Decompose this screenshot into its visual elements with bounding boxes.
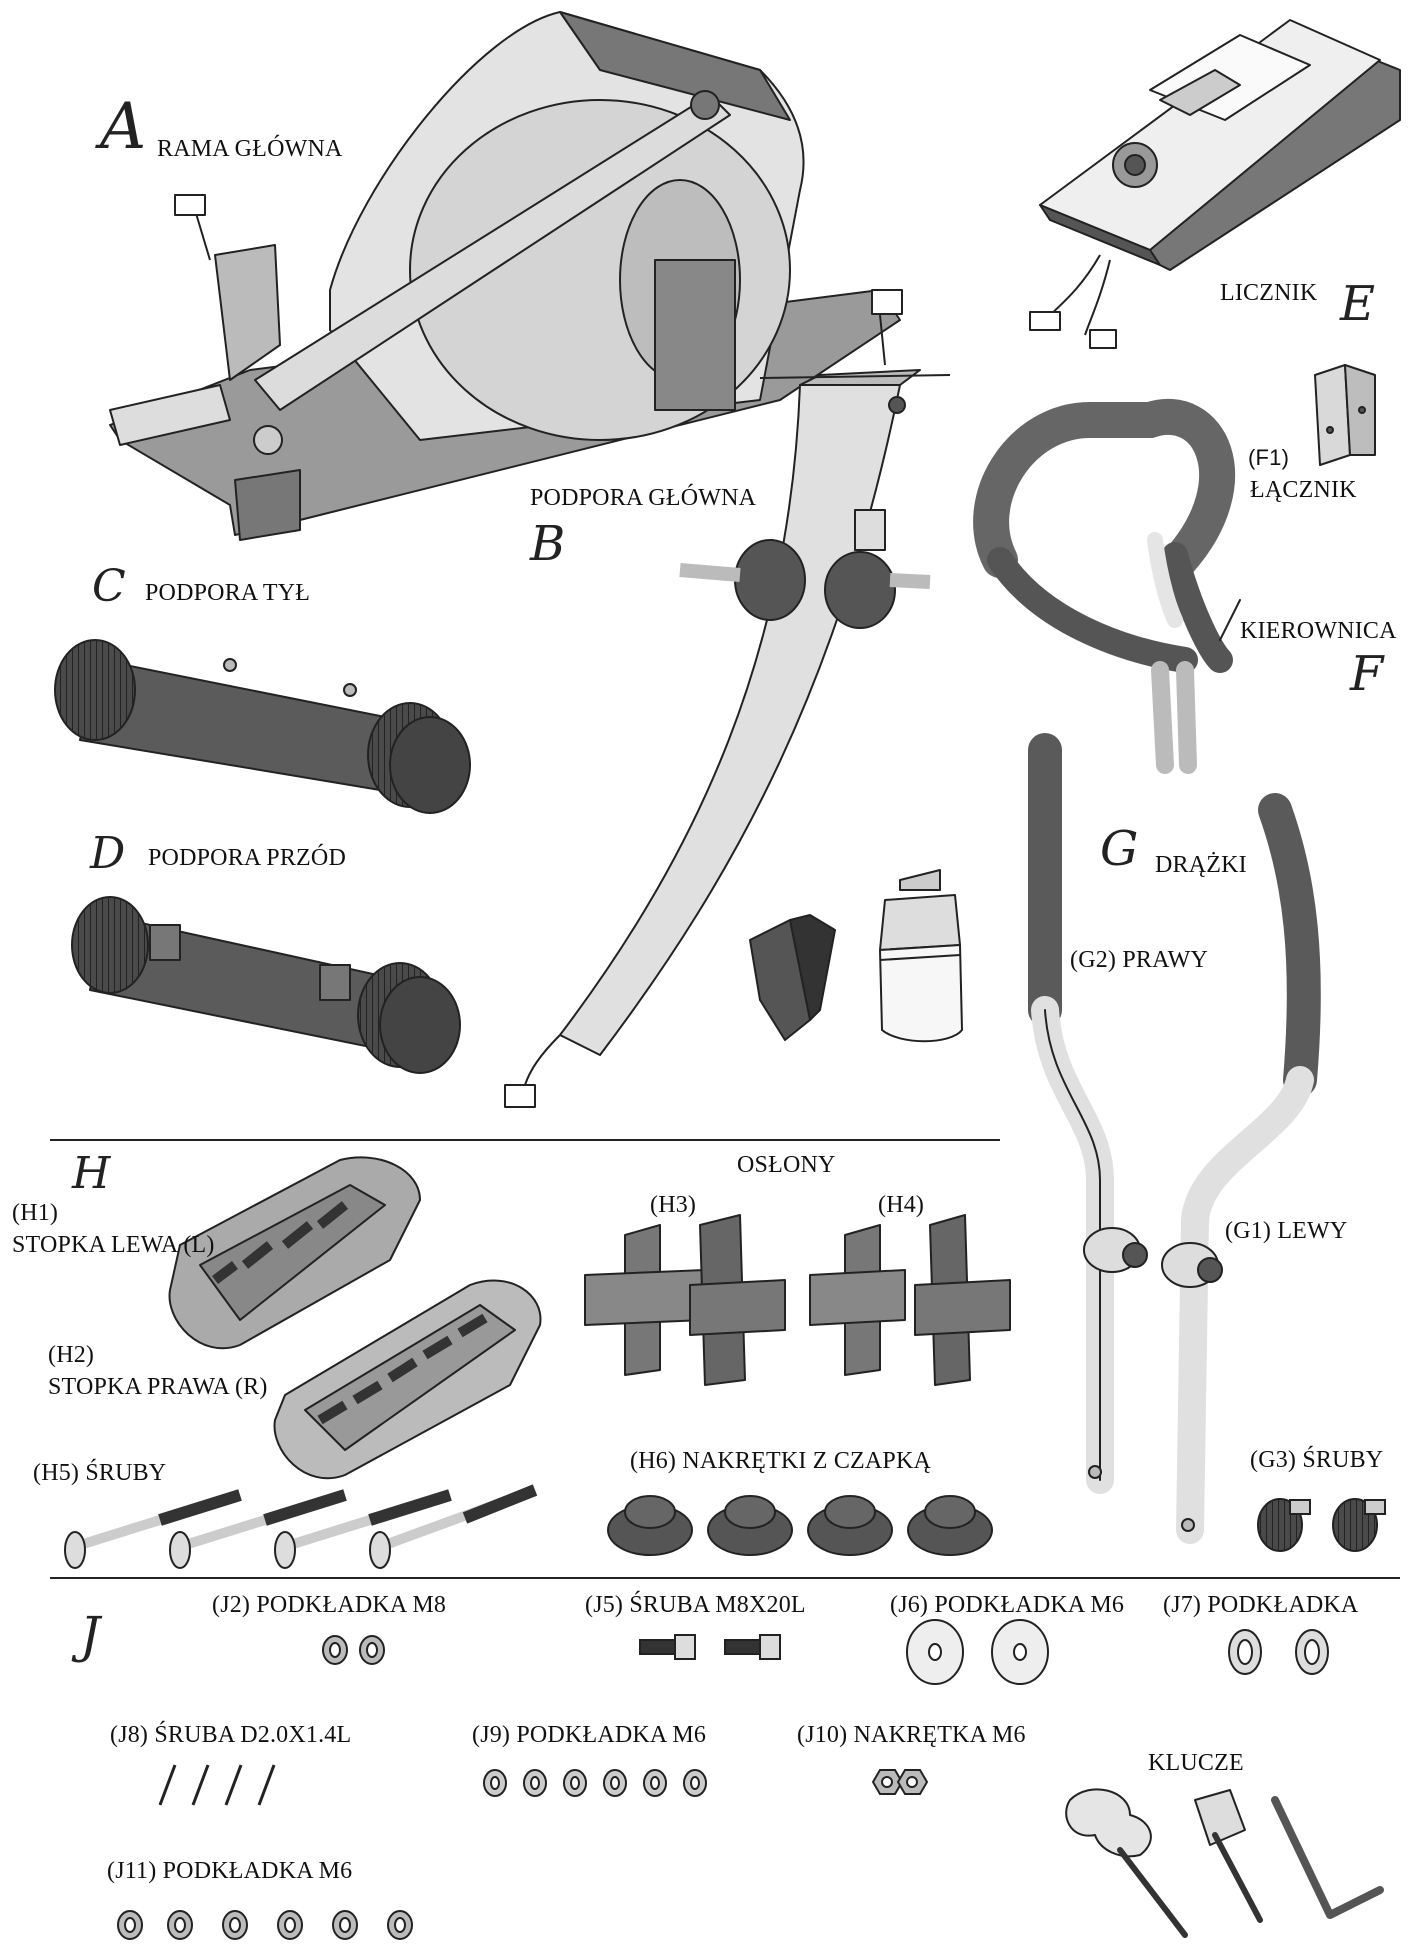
letter-e: E [1340, 276, 1376, 332]
label-oslony: OSŁONY [737, 1152, 836, 1178]
washers-j6-drawing [906, 1619, 1049, 1685]
label-h1-code: (H1) [12, 1200, 59, 1226]
water-bottle-drawing [879, 869, 963, 1043]
label-j11: (J11) PODKŁADKA M6 [107, 1858, 353, 1884]
label-h6: (H6) NAKRĘTKI Z CZAPKĄ [630, 1448, 932, 1474]
right-pedal-drawing [273, 1279, 542, 1480]
console-drawing [1029, 19, 1401, 349]
label-j8: (J8) ŚRUBA D2.0X1.4L [110, 1722, 352, 1748]
letter-h: H [72, 1148, 111, 1199]
wrenches-drawing [1065, 1788, 1384, 1938]
label-j2: (J2) PODKŁADKA M8 [212, 1592, 447, 1618]
washers-j2-drawing [322, 1635, 385, 1665]
main-frame-drawing [109, 11, 901, 541]
label-kierownica: KIEROWNICA [1240, 618, 1397, 644]
pedal-bolts-drawing [64, 1484, 538, 1569]
label-drazki: DRĄŻKI [1155, 852, 1247, 878]
letter-a: A [100, 90, 147, 164]
label-f1-name: ŁĄCZNIK [1250, 477, 1357, 503]
label-h5: (H5) ŚRUBY [33, 1460, 167, 1486]
screws-j8-drawing [158, 1764, 276, 1806]
letter-c: C [92, 561, 126, 612]
label-g2: (G2) PRAWY [1070, 947, 1209, 973]
label-licznik: LICZNIK [1220, 280, 1318, 306]
label-j6: (J6) PODKŁADKA M6 [890, 1592, 1125, 1618]
letter-d: D [90, 828, 126, 879]
letter-g: G [1100, 821, 1139, 877]
nuts-j10-drawing [871, 1769, 929, 1795]
right-pole-drawing [1028, 733, 1148, 1494]
washers-j7-drawing [1228, 1629, 1329, 1675]
label-podpora-tyl: PODPORA TYŁ [145, 580, 311, 606]
label-h1-name: STOPKA LEWA (L) [12, 1232, 215, 1258]
label-j5: (J5) ŚRUBA M8X20L [585, 1592, 806, 1618]
left-pole-drawing [1161, 793, 1321, 1544]
connector-plate-drawing [1314, 364, 1376, 466]
cap-nuts-drawing [607, 1495, 993, 1556]
letter-f: F [1350, 646, 1384, 702]
left-pedal-drawing [168, 1156, 421, 1350]
washers-j11-drawing [117, 1910, 413, 1940]
cover-h4-drawing [809, 1214, 1011, 1386]
label-rama-glowna: RAMA GŁÓWNA [157, 136, 343, 162]
label-j10: (J10) NAKRĘTKA M6 [797, 1722, 1026, 1748]
label-klucze: KLUCZE [1148, 1750, 1244, 1776]
label-h2-name: STOPKA PRAWA (R) [48, 1374, 268, 1400]
letter-j: J [80, 1606, 101, 1664]
front-stabilizer-drawing [71, 896, 461, 1074]
cover-h3-drawing [584, 1214, 786, 1386]
label-podpora-przod: PODPORA PRZÓD [148, 845, 346, 871]
letter-b: B [530, 516, 566, 572]
label-h3: (H3) [650, 1192, 697, 1218]
label-j9: (J9) PODKŁADKA M6 [472, 1722, 707, 1748]
label-g1: (G1) LEWY [1225, 1218, 1348, 1244]
label-j7: (J7) PODKŁADKA [1163, 1592, 1359, 1618]
label-h2-code: (H2) [48, 1342, 95, 1368]
label-g3: (G3) ŚRUBY [1250, 1447, 1384, 1473]
pole-bolts-drawing [1257, 1498, 1386, 1552]
main-support-drawing [504, 289, 951, 1108]
bottle-holder-drawing [749, 914, 836, 1041]
label-podpora-glowna: PODPORA GŁÓWNA [530, 485, 757, 511]
washers-j9-drawing [483, 1769, 707, 1797]
handlebar-drawing [973, 398, 1241, 774]
label-f1-code: (F1) [1248, 445, 1290, 470]
rear-stabilizer-drawing [54, 639, 471, 814]
label-h4: (H4) [878, 1192, 925, 1218]
bolts-j5-drawing [639, 1634, 781, 1660]
